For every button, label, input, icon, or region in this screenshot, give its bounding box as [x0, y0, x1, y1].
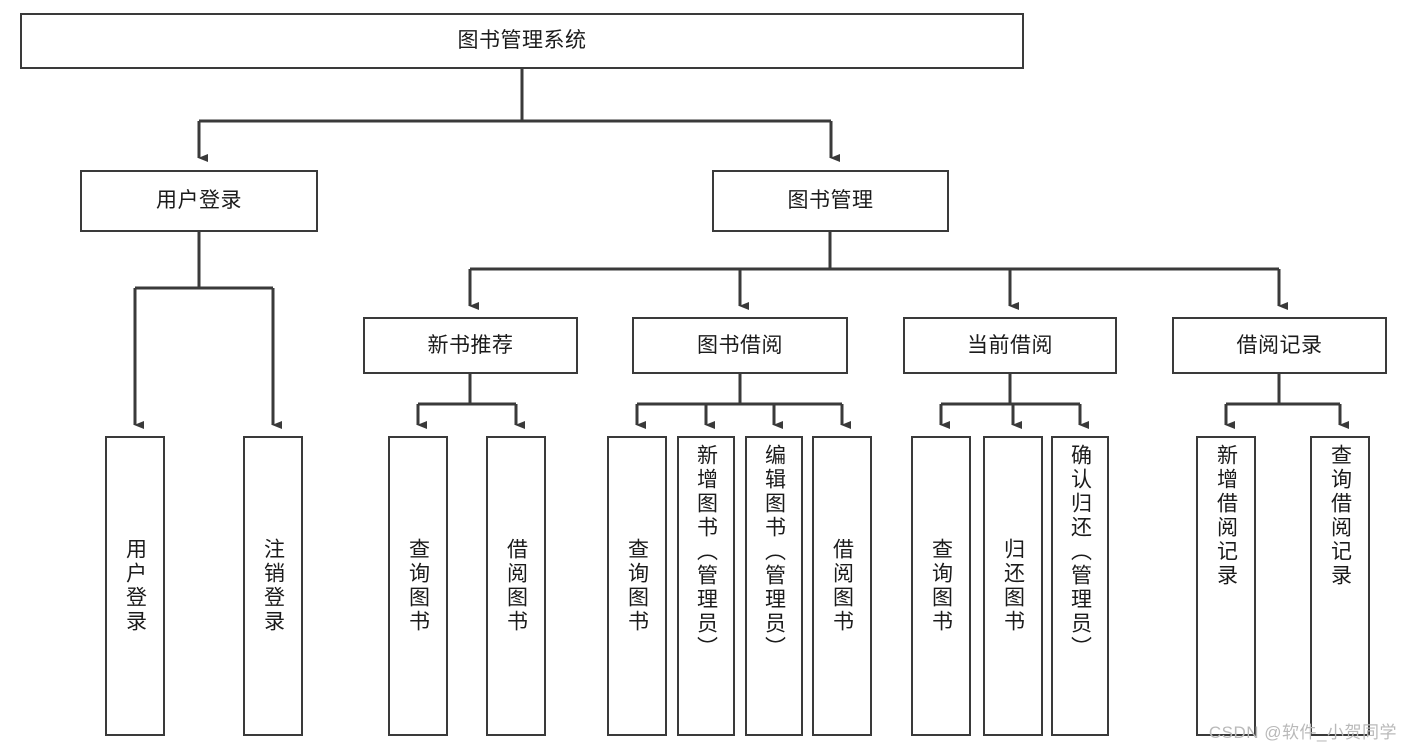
node-user-login-label: 用户登录	[156, 189, 242, 213]
leaf-node-label: 新增图书（管理员）	[694, 444, 718, 660]
node-root-system[interactable]: 图书管理系统	[20, 13, 1024, 69]
leaf-node-label: 查询图书	[929, 538, 953, 634]
leaf-node[interactable]: 新增图书（管理员）	[677, 436, 735, 736]
leaf-node-label: 查询图书	[625, 538, 649, 634]
leaf-node[interactable]: 查询图书	[388, 436, 448, 736]
leaf-node[interactable]: 确认归还（管理员）	[1051, 436, 1109, 736]
leaf-node[interactable]: 查询图书	[911, 436, 971, 736]
leaf-node-label: 新增借阅记录	[1214, 444, 1238, 588]
leaf-node[interactable]: 查询借阅记录	[1310, 436, 1370, 736]
leaf-node-label: 编辑图书（管理员）	[762, 444, 786, 660]
leaf-node-label: 确认归还（管理员）	[1068, 444, 1092, 660]
watermark-text: CSDN @软件_小贺同学	[1208, 723, 1397, 742]
leaf-node[interactable]: 借阅图书	[812, 436, 872, 736]
node-current-borrow-label: 当前借阅	[967, 333, 1053, 357]
leaf-node[interactable]: 归还图书	[983, 436, 1043, 736]
leaf-node[interactable]: 查询图书	[607, 436, 667, 736]
leaf-node[interactable]: 编辑图书（管理员）	[745, 436, 803, 736]
node-root-label: 图书管理系统	[457, 29, 587, 53]
leaf-node-label: 用户登录	[123, 538, 147, 634]
node-new-book-recommend[interactable]: 新书推荐	[363, 317, 578, 374]
leaf-node-label: 查询借阅记录	[1328, 444, 1352, 588]
node-borrow-record-label: 借阅记录	[1236, 333, 1323, 357]
node-user-login[interactable]: 用户登录	[80, 170, 318, 232]
node-book-borrow-label: 图书借阅	[697, 333, 783, 357]
leaf-node[interactable]: 借阅图书	[486, 436, 546, 736]
node-book-borrow[interactable]: 图书借阅	[632, 317, 848, 374]
node-borrow-record[interactable]: 借阅记录	[1172, 317, 1387, 374]
node-new-book-recommend-label: 新书推荐	[427, 333, 514, 357]
leaf-node[interactable]: 新增借阅记录	[1196, 436, 1256, 736]
leaf-node[interactable]: 注销登录	[243, 436, 303, 736]
leaf-node-label: 查询图书	[406, 538, 430, 634]
leaf-node-label: 借阅图书	[504, 538, 528, 634]
leaf-node-label: 归还图书	[1001, 538, 1025, 634]
leaf-node-label: 借阅图书	[830, 538, 854, 634]
leaf-node[interactable]: 用户登录	[105, 436, 165, 736]
leaf-node-label: 注销登录	[261, 538, 285, 634]
node-book-management-label: 图书管理	[787, 189, 874, 213]
node-book-management[interactable]: 图书管理	[712, 170, 949, 232]
node-current-borrow[interactable]: 当前借阅	[903, 317, 1117, 374]
